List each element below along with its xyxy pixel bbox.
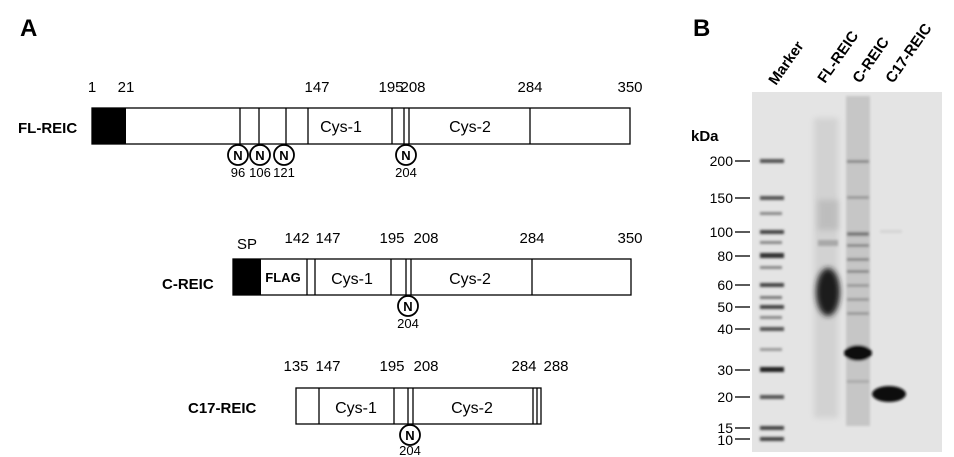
glyco-site: N 121 <box>273 145 295 180</box>
lane-label: Marker <box>765 38 807 88</box>
domain-label: Cys-1 <box>331 271 373 288</box>
gel-image <box>752 92 942 452</box>
glyco-symbol: N <box>401 148 410 163</box>
glyco-symbol: N <box>233 148 242 163</box>
position-label: 284 <box>519 230 544 247</box>
construct-c17-reic: C17-REIC 135 147 195 208 284 288 Cys-1 C… <box>188 358 569 457</box>
glyco-symbol: N <box>279 148 288 163</box>
panel-b-label: B <box>693 15 710 42</box>
glycosylation-sites: N 96 N 106 N 121 N 204 <box>228 145 417 180</box>
glyco-site-number: 204 <box>395 165 417 180</box>
position-labels: 1 21 147 195 208 284 350 <box>88 79 643 96</box>
protein-bar <box>296 388 541 424</box>
marker-label: 80 <box>717 248 733 264</box>
glyco-site: N 106 <box>249 145 271 180</box>
position-label: 135 <box>283 358 308 375</box>
marker-tick: 40 <box>717 321 750 337</box>
marker-label: 20 <box>717 389 733 405</box>
glyco-symbol: N <box>255 148 264 163</box>
marker-label: 200 <box>710 153 734 169</box>
position-label: 350 <box>617 79 642 96</box>
lane-label: C17-REIC <box>882 20 935 86</box>
construct-fl-reic: FL-REIC 1 21 147 195 208 284 350 Cys-1 C… <box>18 79 643 180</box>
domain-label: Cys-2 <box>449 271 491 288</box>
glyco-symbol: N <box>405 428 414 443</box>
marker-label: 100 <box>710 224 734 240</box>
marker-tick: 150 <box>710 190 750 206</box>
position-label: 208 <box>413 358 438 375</box>
marker-ticks: 200 150 100 80 60 50 40 30 20 15 10 <box>710 153 750 448</box>
flag-tag-label: FLAG <box>265 270 300 285</box>
marker-label: 30 <box>717 362 733 378</box>
glyco-site: N 204 <box>399 425 421 457</box>
position-label: 284 <box>511 358 536 375</box>
position-labels: 142 147 195 208 284 350 <box>284 230 642 247</box>
glyco-site-number: 204 <box>399 443 421 457</box>
glyco-site-number: 121 <box>273 165 295 180</box>
marker-label: 50 <box>717 299 733 315</box>
marker-tick: 60 <box>717 277 750 293</box>
position-labels: 135 147 195 208 284 288 <box>283 358 568 375</box>
kda-unit-label: kDa <box>691 128 719 145</box>
position-label: 147 <box>304 79 329 96</box>
position-label: 195 <box>379 358 404 375</box>
marker-tick: 30 <box>717 362 750 378</box>
position-label: 288 <box>543 358 568 375</box>
fl-reic-lane-bands <box>814 118 840 418</box>
glyco-site-number: 106 <box>249 165 271 180</box>
glyco-site: N 96 <box>228 145 248 180</box>
glyco-site-number: 204 <box>397 316 419 331</box>
glyco-site: N 204 <box>397 296 419 331</box>
marker-tick: 20 <box>717 389 750 405</box>
position-label: 284 <box>517 79 542 96</box>
signal-peptide-block <box>233 259 261 295</box>
glyco-symbol: N <box>403 299 412 314</box>
domain-label: Cys-2 <box>451 400 493 417</box>
position-label: 21 <box>118 79 135 96</box>
marker-tick: 50 <box>717 299 750 315</box>
construct-name: FL-REIC <box>18 120 77 137</box>
position-label: 208 <box>400 79 425 96</box>
domain-label: Cys-1 <box>335 400 377 417</box>
position-label: 147 <box>315 358 340 375</box>
position-label: 142 <box>284 230 309 247</box>
panel-b: B Marker FL-REIC C-REIC C17-REIC kDa 200… <box>691 15 942 452</box>
c-reic-lane-bands <box>844 96 872 426</box>
domain-label: Cys-1 <box>320 119 362 136</box>
position-label: 147 <box>315 230 340 247</box>
position-label: 1 <box>88 79 96 96</box>
position-label: 208 <box>413 230 438 247</box>
construct-c-reic: C-REIC SP 142 147 195 208 284 350 FLAG C… <box>162 230 643 331</box>
marker-tick: 100 <box>710 224 750 240</box>
marker-tick: 80 <box>717 248 750 264</box>
glyco-site-number: 96 <box>231 165 245 180</box>
domain-label: Cys-2 <box>449 119 491 136</box>
panel-a-label: A <box>20 15 37 42</box>
lane-labels: Marker FL-REIC C-REIC C17-REIC <box>765 20 935 88</box>
signal-peptide-block <box>92 108 126 144</box>
marker-tick: 200 <box>710 153 750 169</box>
construct-name: C17-REIC <box>188 400 257 417</box>
marker-label: 10 <box>717 432 733 448</box>
construct-name: C-REIC <box>162 276 214 293</box>
sp-label: SP <box>237 236 257 253</box>
marker-label: 40 <box>717 321 733 337</box>
marker-label: 150 <box>710 190 734 206</box>
position-label: 350 <box>617 230 642 247</box>
panel-a: A FL-REIC 1 21 147 195 208 284 350 Cy <box>18 15 643 457</box>
marker-label: 60 <box>717 277 733 293</box>
glyco-site: N 204 <box>395 145 417 180</box>
marker-tick: 10 <box>717 432 750 448</box>
position-label: 195 <box>379 230 404 247</box>
